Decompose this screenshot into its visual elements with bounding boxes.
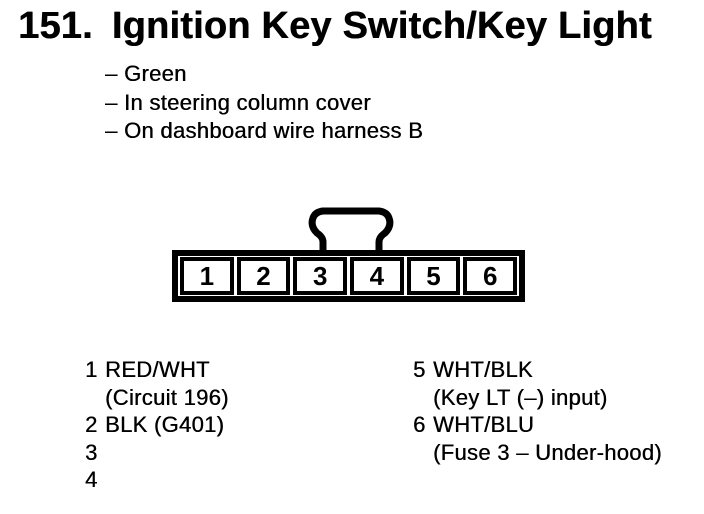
connector-pin-cell-2: 2 (236, 257, 291, 295)
pin-wire-label: WHT/BLU (433, 412, 535, 437)
pin-number: 5 (413, 357, 426, 382)
pin-row-1: 1 RED/WHT (Circuit 196) (85, 356, 229, 411)
connector-pin-cell-6: 6 (463, 257, 518, 295)
pin-number: 4 (85, 467, 98, 492)
note-line: – In steering column cover (105, 89, 371, 115)
pin-legend-right: 5 WHT/BLK (Key LT (–) input) 6 WHT/BLU (… (413, 356, 662, 466)
connector-pin-cell-3: 3 (293, 257, 348, 295)
pin-row-4: 4 (85, 466, 229, 494)
note-line: – Green (105, 61, 187, 86)
pin-row-2: 2 BLK (G401) (85, 411, 229, 439)
page-title-text: Ignition Key Switch/Key Light (111, 5, 652, 47)
note-line: – On dashboard wire harness B (105, 118, 424, 143)
connector-pin-cell-4: 4 (350, 257, 404, 295)
connector-pin-label: 3 (312, 260, 328, 291)
pin-number: 6 (413, 412, 426, 437)
connector-lock-tab-icon (308, 207, 394, 256)
pin-number: 2 (85, 412, 98, 437)
page-title-number: 151. (18, 5, 93, 47)
connector-pin-label: 5 (426, 260, 441, 291)
pin-wire-note: (Key LT (–) input) (433, 384, 608, 410)
pin-legend-left: 1 RED/WHT (Circuit 196) 2 BLK (G401) 3 4 (85, 356, 229, 494)
pin-row-5: 5 WHT/BLK (Key LT (–) input) (413, 356, 662, 411)
connector-body: 1 2 3 4 5 6 (172, 250, 525, 302)
pin-number: 1 (85, 357, 98, 382)
pin-number: 3 (85, 439, 98, 465)
pin-row-3: 3 (85, 439, 229, 467)
connector-pin-cell-5: 5 (406, 257, 461, 295)
connector-pin-label: 2 (256, 260, 271, 291)
page-title: 151. Ignition Key Switch/Key Light (18, 5, 652, 49)
pin-row-6: 6 WHT/BLU (Fuse 3 – Under-hood) (413, 411, 662, 466)
pin-wire-label: BLK (G401) (105, 412, 225, 437)
connector-pin-label: 6 (482, 260, 498, 291)
pin-wire-note: (Fuse 3 – Under-hood) (433, 439, 662, 465)
pin-wire-note: (Circuit 196) (105, 384, 229, 410)
connector-pin-label: 1 (199, 260, 215, 291)
notes-list: – Green – In steering column cover – On … (105, 60, 423, 146)
connector-pin-cell-1: 1 (180, 257, 234, 295)
pin-wire-label: RED/WHT (105, 357, 210, 382)
pin-wire-label: WHT/BLK (433, 357, 533, 382)
connector-pin-label: 4 (369, 260, 385, 291)
